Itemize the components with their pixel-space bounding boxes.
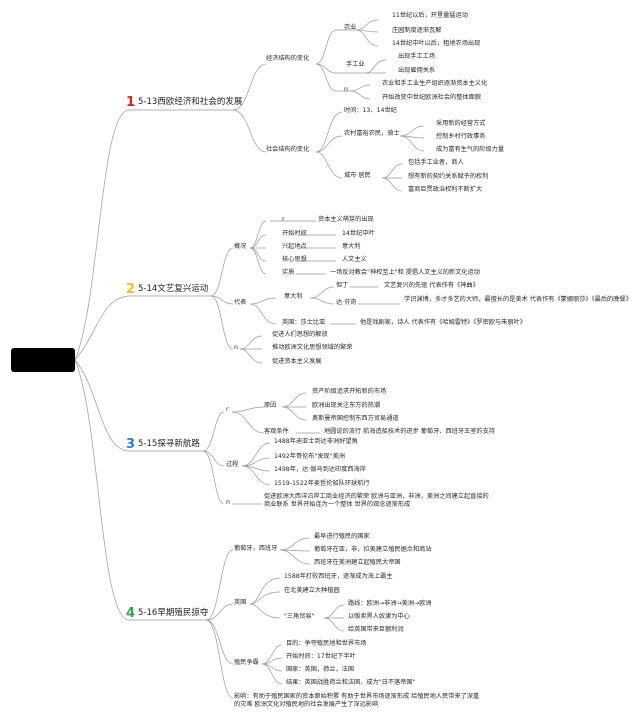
node-city-residents[interactable]: 城市 居民	[344, 172, 371, 179]
node-dante[interactable]: 但丁	[336, 282, 349, 289]
section-2-number: 2	[126, 282, 136, 297]
node-leaf[interactable]: 资本主义萌芽的出现	[318, 216, 374, 223]
node-overview[interactable]: 概况	[234, 243, 247, 250]
node-social-structure[interactable]: 社会结构的变化	[266, 146, 310, 153]
node-leaf[interactable]: 促进资本主义发展	[272, 358, 322, 365]
node-leaf[interactable]: 控制乡村行政事务	[436, 133, 486, 140]
node-leaf[interactable]: 1492年哥伦布"发现"美洲	[274, 453, 345, 460]
node-r[interactable]: r	[226, 406, 229, 413]
node-leaf[interactable]: 人文主义	[342, 256, 367, 263]
node-leaf[interactable]: 14世纪中叶	[342, 230, 375, 237]
section-3-number: 3	[126, 437, 136, 452]
node-leaf[interactable]: 1488年迪亚士到达非洲好望角	[274, 438, 358, 445]
node-n[interactable]: n	[234, 344, 238, 351]
section-4-number: 4	[126, 606, 136, 621]
node-colonial-rivalry[interactable]: 殖民争霸	[234, 659, 259, 666]
node-n[interactable]: n	[226, 499, 230, 506]
node-leaf[interactable]: 葡萄牙在亚，非，拉美建立殖民据点和商站	[314, 546, 432, 553]
node-leaf[interactable]: 包括手工业者，商人	[408, 159, 464, 166]
node-n[interactable]: n	[344, 86, 348, 93]
node-essence[interactable]: 实质	[282, 269, 295, 276]
node-leaf[interactable]: 西班牙在美洲建立起殖民大帝国	[314, 559, 401, 566]
section-3-title: 5-15探寻新航路	[138, 439, 200, 449]
node-rich-peasants[interactable]: 农村富裕农民，骑士	[344, 130, 400, 137]
node-leaf[interactable]: 推动欧洲文化思想领域的繁荣	[272, 344, 353, 351]
node-process[interactable]: 过程	[226, 461, 239, 468]
node-handicraft[interactable]: 手工业	[346, 61, 365, 68]
node-leaf[interactable]: 14世纪中叶以后，租地农场出现	[392, 40, 481, 47]
node-causes[interactable]: 原因	[264, 402, 277, 409]
node-leaf[interactable]: 出现雇佣关系	[398, 67, 436, 74]
node-leaf[interactable]: 学识渊博，多才多艺的大师，最擅长的是美术 代表作有《蒙娜丽莎》《最后的晚餐》	[404, 296, 632, 303]
node-leaf[interactable]: 目的：争夺殖民地和世界市场	[286, 640, 367, 647]
section-2-title: 5-14文艺复兴运动	[138, 284, 209, 294]
node-leaf[interactable]: 时间：13、14世纪	[344, 107, 397, 114]
node-leaf[interactable]: 开始时间：17世纪下半叶	[286, 653, 356, 660]
node-leaf[interactable]: 一场反对教会"神权至上"和 提倡人文主义的新文化运动	[330, 269, 480, 276]
node-portugal-spain[interactable]: 葡萄牙，西班牙	[234, 545, 278, 552]
node-leaf[interactable]: 农业和手工业生产组织逐渐资本主义化	[382, 80, 488, 87]
node-leaf[interactable]: 庄园制度逐渐瓦解	[392, 27, 442, 34]
node-leaf[interactable]: 国家：英国，荷兰，法国	[286, 666, 355, 673]
node-leaf[interactable]: 1519-1522年麦哲伦船队环球航行	[274, 480, 370, 487]
node-economic-structure[interactable]: 经济结构的变化	[266, 55, 310, 62]
node-leaf[interactable]: 1498年，达·伽马到达印度西海岸	[274, 466, 366, 473]
node-leaf[interactable]: 最早进行殖民的国家	[314, 533, 370, 540]
node-leaf[interactable]: 采用新的经营方式	[436, 120, 486, 127]
node-origin[interactable]: 兴起地点	[282, 243, 307, 250]
node-leaf[interactable]: 给英国带来巨额利润	[348, 626, 404, 633]
node-leaf[interactable]: 11世纪以后，开垦量猛运动	[392, 12, 468, 19]
node-leaf[interactable]: 路线：欧洲→非洲→美洲→欧洲	[348, 600, 432, 607]
node-agriculture[interactable]: 农业	[344, 24, 357, 31]
node-influence[interactable]: 影响：有助于殖民国家的资本原始积累 有助于世界市场逐渐形成 给殖民地人民带来了深…	[234, 693, 480, 708]
node-leaf[interactable]: 意大利	[342, 243, 361, 250]
node-leaf[interactable]: 欧洲出现关注东方的热潮	[312, 402, 381, 409]
section-4-title: 5-16早期殖民掠夺	[138, 608, 209, 618]
node-leaf[interactable]: 开始改变中世纪欧洲社会的整体面貌	[382, 94, 481, 101]
node-triangle-trade[interactable]: "三角贸易"	[284, 613, 315, 620]
node-representatives[interactable]: 代表	[234, 299, 247, 306]
node-leaf[interactable]: 地圆说的流行 航海造船技术的进步 葡萄牙、西班牙王室的支持	[324, 428, 495, 435]
node-leaf[interactable]: 想有新的契约关系赋予的权利	[408, 173, 489, 180]
node-r[interactable]: r	[282, 216, 285, 223]
section-1-number: 1	[126, 95, 136, 110]
node-core-idea[interactable]: 核心思想	[282, 256, 307, 263]
central-topic-node[interactable]	[11, 348, 75, 372]
node-england[interactable]: 英国	[234, 599, 247, 606]
node-da-vinci[interactable]: 达·芬奇	[336, 299, 357, 306]
node-leaf[interactable]: 文艺复兴的先驱 代表作有《神曲》	[384, 282, 479, 289]
node-leaf[interactable]: 成为富有生气的阶级力量	[436, 146, 505, 153]
node-leaf[interactable]: 他是戏剧家，诗人 代表作有《哈姆雷特》《罗密欧与朱丽叶》	[360, 319, 526, 326]
node-leaf[interactable]: 1588年打败西班牙，逐渐成为海上霸主	[284, 573, 393, 580]
node-leaf[interactable]: 促进欧洲大西洋沿岸工商业经济的繁荣 欧洲与亚洲，非洲，美洲之间建立起直接的商业联…	[264, 493, 489, 508]
node-leaf[interactable]: 富商巨贾政治权利不断扩大	[408, 186, 483, 193]
node-leaf[interactable]: 出现手工工场	[398, 53, 436, 60]
node-leaf[interactable]: 促进人们思想的解放	[272, 331, 328, 338]
node-leaf[interactable]: 资产阶级追求开拓新的市场	[312, 388, 387, 395]
node-objective-conditions[interactable]: 客观条件	[264, 428, 289, 435]
node-italy[interactable]: 意大利	[284, 293, 303, 300]
node-leaf[interactable]: 结果：英国战胜荷兰和法国，成为"日不落帝国"	[286, 679, 416, 686]
node-start-time[interactable]: 开始时间	[282, 230, 307, 237]
section-1-title: 5-13西欧经济和社会的发展	[138, 97, 243, 107]
node-england-shakespeare[interactable]: 英国：莎士比亚	[282, 319, 326, 326]
node-leaf[interactable]: 在北美建立大种植园	[284, 587, 340, 594]
node-leaf[interactable]: 奥斯曼帝国控制东西方贸易通道	[312, 415, 399, 422]
node-leaf[interactable]: 以贩卖黑人奴隶为中心	[348, 613, 410, 620]
